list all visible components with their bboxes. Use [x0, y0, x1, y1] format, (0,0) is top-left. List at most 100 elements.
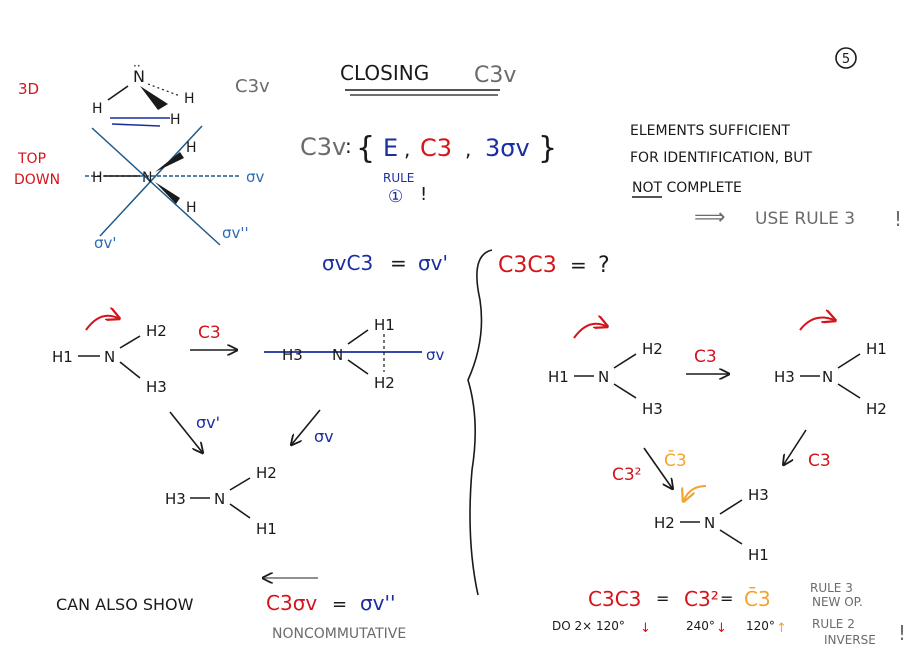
bl-text: CAN ALSO SHOW — [56, 595, 194, 614]
svg-text:!: ! — [420, 184, 427, 205]
br-rule3-1: RULE 3 — [810, 581, 853, 595]
op-la-sigma: σv' — [196, 413, 220, 432]
note-line2: FOR IDENTIFICATION, BUT — [630, 150, 813, 166]
atom-ra-n: N — [598, 368, 609, 386]
op-la-c3: C3 — [198, 323, 221, 343]
atom-rc-h2: H2 — [654, 514, 675, 532]
atom-h-3d-left: H — [92, 101, 103, 117]
note-line3: NOT COMPLETE — [632, 180, 742, 196]
atom-lc-h3: H3 — [165, 490, 186, 508]
atom-lc-h2: H2 — [256, 464, 277, 482]
atom-la-n: N — [104, 348, 115, 366]
rule1-line1: RULE — [383, 171, 414, 185]
sigma-v-td: σv — [246, 168, 265, 186]
molecule-left-c: H3 N H2 H1 — [165, 464, 277, 538]
atom-n-td: N — [142, 170, 152, 186]
label-down: DOWN — [14, 172, 60, 188]
arrow-rb-down — [784, 429, 807, 464]
atom-lc-h1: H1 — [256, 520, 277, 538]
note-arrow: ⟹ — [694, 205, 726, 230]
def-c3: C3 — [420, 134, 452, 162]
op-ra-c3: C3 — [694, 347, 717, 367]
op-lb-sigma: σv — [314, 427, 334, 446]
bl-result: σv'' — [360, 591, 396, 615]
molecule-3d: N ·· H H H — [92, 59, 195, 128]
svg-text:!: ! — [898, 621, 906, 645]
atom-h-td-top: H — [186, 140, 197, 156]
br-c3sq: C3² — [684, 587, 719, 611]
def-colon: : — [345, 134, 352, 158]
br-c3c3: C3C3 — [588, 587, 641, 611]
rule1-line2: ① — [388, 187, 403, 207]
note-line4: USE RULE 3 — [755, 209, 855, 229]
atom-lb-h3: H3 — [282, 346, 303, 364]
svg-text:,: , — [404, 137, 410, 161]
sigma-v2-td: σv'' — [222, 224, 249, 242]
eq-left-equals: = — [390, 251, 407, 275]
atom-lb-h1: H1 — [374, 316, 395, 334]
op-ra-c3bar: C̄3 — [664, 449, 687, 471]
note: ELEMENTS SUFFICIENT FOR IDENTIFICATION, … — [630, 123, 902, 231]
def-close-brace: } — [538, 131, 557, 166]
atom-h-3d-front: H — [170, 112, 181, 128]
svg-text:↓: ↓ — [640, 621, 651, 636]
molecule-right-c: H2 N H3 H1 — [654, 486, 769, 564]
atom-ra-h3: H3 — [642, 400, 663, 418]
title-group: C3v — [474, 63, 516, 88]
sigma-v1-td: σv' — [94, 234, 117, 252]
label-c3v-side: C3v — [235, 76, 270, 97]
atom-rb-h1: H1 — [866, 340, 887, 358]
br-eq2: = — [720, 589, 733, 608]
def-lhs: C3v — [300, 133, 346, 161]
svg-text:··: ·· — [133, 59, 141, 73]
note-line1: ELEMENTS SUFFICIENT — [630, 123, 790, 139]
eq-right-result: ? — [598, 253, 610, 278]
molecule-right-b: H3 N H1 H2 — [774, 318, 887, 418]
arrow-la-down — [169, 411, 202, 452]
svg-text:↑: ↑ — [776, 621, 787, 636]
eq-right-c3c3: C3C3 — [498, 253, 557, 278]
br-120: 120° — [746, 619, 775, 633]
br-rule2-2: INVERSE — [824, 633, 876, 647]
label-top: TOP — [17, 151, 46, 167]
divider-bracket — [467, 249, 493, 596]
def-open-brace: { — [356, 131, 375, 166]
br-rule3-2: NEW OP. — [812, 595, 863, 609]
atom-rb-h3: H3 — [774, 368, 795, 386]
atom-rc-h3: H3 — [748, 486, 769, 504]
bl-c3sv: C3σv — [266, 591, 317, 615]
eq-left-svc3: σvC3 — [322, 251, 373, 275]
br-do: DO 2× 120° — [552, 619, 625, 633]
sigma-lb: σv — [426, 346, 445, 364]
atom-lc-n: N — [214, 490, 225, 508]
bl-note: NONCOMMUTATIVE — [272, 626, 406, 642]
atom-h-td-left: H — [92, 170, 103, 186]
arrow-lb-down — [292, 409, 321, 444]
def-e: E — [383, 134, 398, 162]
atom-rc-h1: H1 — [748, 546, 769, 564]
atom-la-h3: H3 — [146, 378, 167, 396]
page-number: 5 — [842, 52, 850, 67]
molecule-top-down: H N H H σv σv' σv'' — [85, 125, 265, 252]
atom-ra-h2: H2 — [642, 340, 663, 358]
br-rule2-1: RULE 2 — [812, 617, 855, 631]
arrow-ra-down — [643, 447, 672, 488]
eq-right-equals: = — [570, 253, 587, 277]
svg-text:!: ! — [894, 207, 902, 231]
title-prefix: CLOSING — [340, 61, 429, 85]
atom-rc-n: N — [704, 514, 715, 532]
op-rb-c3: C3 — [808, 451, 831, 471]
atom-la-h1: H1 — [52, 348, 73, 366]
def-3sv: 3σv — [485, 134, 530, 162]
eq-left-result: σv' — [418, 251, 448, 275]
atom-h-3d-right: H — [184, 91, 195, 107]
arrow-orange — [684, 485, 707, 500]
atom-la-h2: H2 — [146, 322, 167, 340]
atom-ra-h1: H1 — [548, 368, 569, 386]
atom-rb-h2: H2 — [866, 400, 887, 418]
label-3d: 3D — [18, 80, 39, 98]
molecule-left-a: H1 N H2 H3 — [52, 316, 167, 396]
br-240: 240° — [686, 619, 715, 633]
svg-text:↓: ↓ — [716, 621, 727, 636]
